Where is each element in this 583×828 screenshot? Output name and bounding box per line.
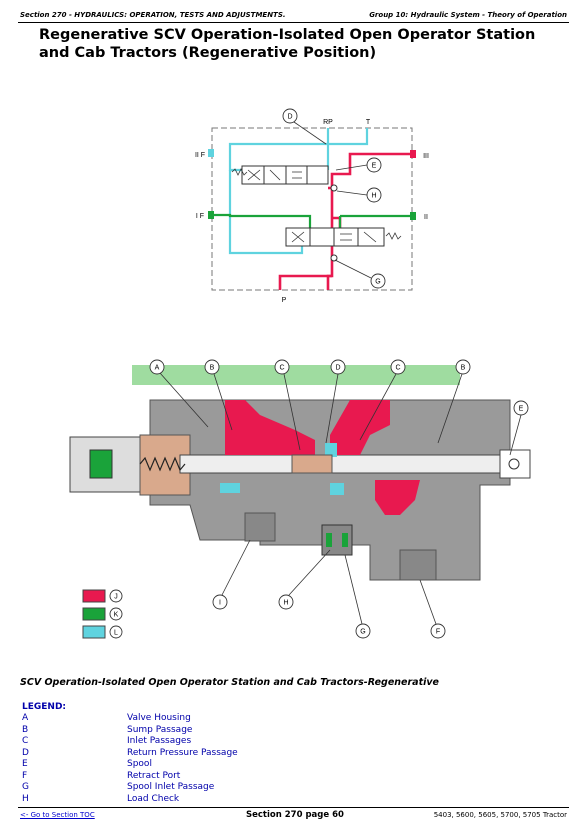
- page-number: Section 270 page 60: [246, 810, 344, 820]
- label-t: T: [366, 119, 371, 126]
- schematic-boundary: [211, 127, 413, 291]
- valve-upper: [231, 165, 329, 185]
- color-key: J K L: [82, 589, 123, 639]
- callout-d: [282, 108, 298, 124]
- header-section: Section 270 - HYDRAULICS: OPERATION, TES…: [20, 11, 286, 19]
- label-h: H: [371, 193, 376, 200]
- valve-lower: [285, 227, 402, 247]
- key-swatch-j: [82, 589, 106, 603]
- scv-cutaway: A B C D C B E I H G F: [69, 359, 531, 639]
- key-label-k: K: [114, 612, 119, 619]
- pressure-oil: [225, 400, 420, 515]
- page-footer: <- Go to Section TOC Section 270 page 60…: [18, 807, 569, 822]
- legend-title: LEGEND:: [22, 702, 67, 712]
- page-header: Section 270 - HYDRAULICS: OPERATION, TES…: [18, 8, 569, 23]
- svg-text:D: D: [335, 365, 340, 372]
- key-label-l: L: [114, 630, 118, 637]
- toc-link[interactable]: <- Go to Section TOC: [20, 811, 95, 819]
- page-title: Regenerative SCV Operation-Isolated Open…: [39, 27, 536, 61]
- svg-text:B: B: [461, 365, 466, 372]
- key-swatch-k: [82, 607, 106, 621]
- label-rp: RP: [323, 119, 333, 126]
- label-d: D: [287, 114, 292, 121]
- label-ii: II: [424, 214, 428, 221]
- svg-text:H: H: [283, 600, 288, 607]
- header-group: Group 10: Hydraulic System - Theory of O…: [369, 11, 567, 19]
- spool: [179, 454, 511, 474]
- svg-text:F: F: [436, 629, 440, 636]
- label-e: E: [372, 163, 377, 170]
- svg-text:E: E: [519, 406, 524, 413]
- key-swatch-l: [82, 625, 106, 639]
- figure-caption: SCV Operation-Isolated Open Operator Sta…: [20, 677, 439, 688]
- svg-text:C: C: [395, 365, 400, 372]
- callout-g: [370, 273, 386, 289]
- label-if: I F: [196, 213, 204, 220]
- detent-green: [89, 449, 113, 479]
- svg-text:C: C: [279, 365, 284, 372]
- svg-text:I: I: [219, 600, 221, 607]
- svg-text:A: A: [155, 365, 160, 372]
- label-g: G: [375, 279, 380, 286]
- label-p: P: [282, 297, 287, 304]
- green-lines: [212, 213, 415, 228]
- return-oil: [220, 443, 344, 495]
- model-list: 5403, 5600, 5605, 5700, 5705 Tractor: [433, 811, 567, 819]
- label-iii: III: [423, 153, 429, 160]
- svg-text:B: B: [210, 365, 215, 372]
- key-label-j: J: [114, 594, 118, 601]
- hydraulic-schematic: D E H G RP T P II F III I F II: [195, 108, 429, 304]
- svg-text:G: G: [360, 629, 365, 636]
- end-cap: [69, 436, 141, 493]
- label-iif: II F: [195, 152, 205, 159]
